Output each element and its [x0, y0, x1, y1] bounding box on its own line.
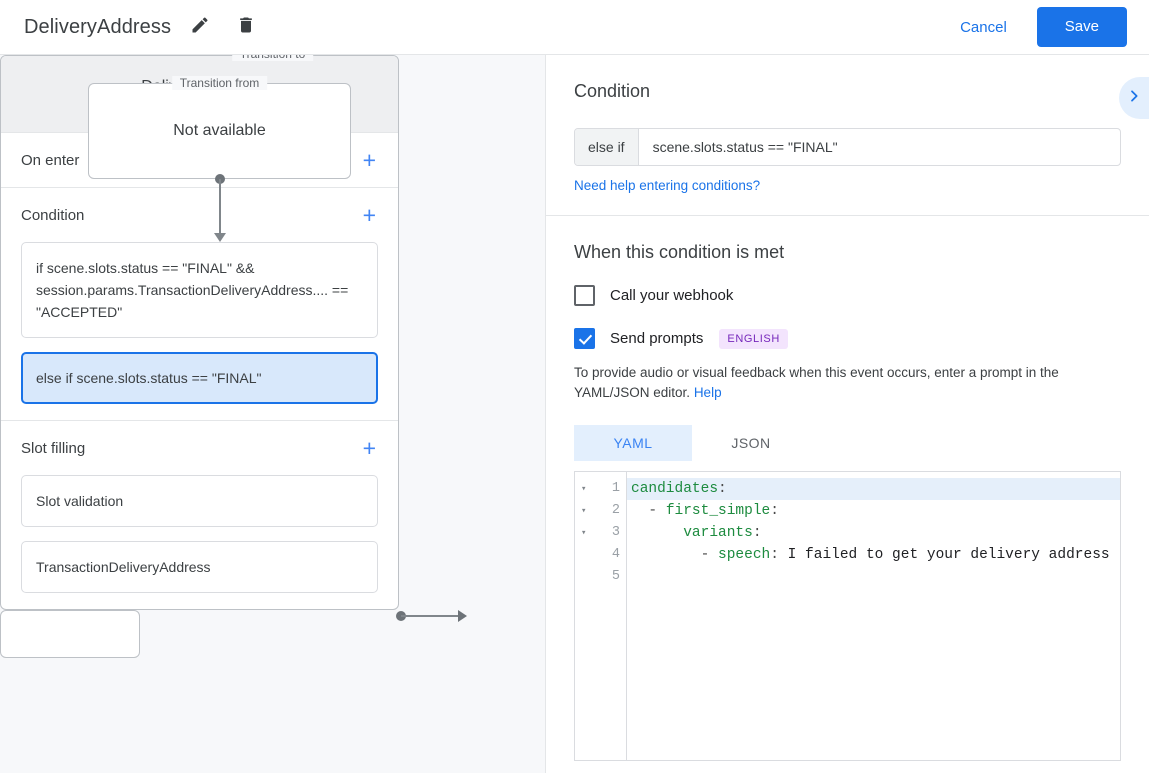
prompts-help-text: To provide audio or visual feedback when…	[574, 363, 1121, 403]
code-token: :	[770, 503, 779, 519]
call-webhook-checkbox[interactable]	[574, 285, 595, 306]
line-number-label: 2	[611, 503, 620, 518]
call-webhook-label: Call your webhook	[610, 287, 734, 304]
connector-arrow-right	[458, 610, 467, 622]
language-badge: ENGLISH	[719, 328, 788, 349]
detail-panel: Condition else if scene.slots.status == …	[546, 55, 1149, 773]
when-condition-met-block: When this condition is met Call your web…	[546, 216, 1149, 761]
prompts-help-link[interactable]: Help	[693, 385, 722, 400]
add-icon[interactable]: +	[362, 201, 376, 228]
transition-from-legend: Transition from	[171, 76, 268, 90]
editor-format-tabs: YAML JSON	[574, 425, 1121, 461]
editor-code-line: - speech: I failed to get your delivery …	[627, 544, 1120, 566]
scene-section-condition: Condition + if scene.slots.status == "FINA…	[1, 187, 398, 420]
code-token: :	[752, 525, 762, 541]
editor-line-number: 5	[575, 566, 626, 588]
tab-yaml[interactable]: YAML	[574, 425, 692, 461]
code-token: :	[718, 481, 727, 497]
webhook-row[interactable]: Call your webhook	[574, 285, 1121, 306]
section-header: Slot filling +	[21, 421, 378, 475]
edit-name-button[interactable]	[183, 10, 217, 44]
cancel-button[interactable]: Cancel	[944, 11, 1023, 44]
editor-line-number: ▾3	[575, 522, 626, 544]
line-number-label: 3	[611, 525, 620, 540]
send-prompts-row[interactable]: Send prompts ENGLISH	[574, 328, 1121, 349]
condition-block: Condition else if scene.slots.status == …	[546, 55, 1149, 216]
connector-line-vertical	[219, 179, 221, 237]
editor-code-line	[627, 566, 1120, 588]
fold-arrow-icon[interactable]: ▾	[581, 506, 587, 516]
condition-prefix-label: else if	[575, 129, 639, 165]
list-item[interactable]: if scene.slots.status == "FINAL" && sess…	[21, 242, 378, 338]
connector-line-horizontal	[401, 615, 461, 617]
editor-line-number: ▾2	[575, 500, 626, 522]
code-token: first_simple	[665, 503, 771, 519]
transition-from-value: Not available	[173, 122, 266, 139]
code-token: variants	[683, 525, 753, 541]
page-title: DeliveryAddress	[24, 15, 172, 38]
section-header: On enter +	[21, 133, 378, 187]
editor-line-number: 4	[575, 544, 626, 566]
editor-code-line: variants:	[627, 522, 1120, 544]
editor-code-area[interactable]: candidates: - first_simple: variants: - …	[627, 472, 1120, 760]
add-icon[interactable]: +	[362, 434, 376, 461]
line-number-label: 1	[611, 481, 620, 496]
collapse-panel-button[interactable]	[1119, 77, 1149, 119]
transition-to-legend: Transition to	[231, 55, 314, 61]
condition-input-row[interactable]: else if scene.slots.status == "FINAL"	[574, 128, 1121, 166]
fold-arrow-icon[interactable]: ▾	[581, 528, 587, 538]
section-items: if scene.slots.status == "FINAL" && sess…	[21, 242, 378, 420]
tab-json[interactable]: JSON	[731, 435, 771, 451]
add-icon[interactable]: +	[362, 146, 376, 173]
code-token: :	[770, 547, 788, 563]
editor-line-number: ▾1	[575, 478, 626, 500]
code-token: -	[631, 547, 719, 563]
section-title: On enter	[21, 151, 80, 169]
section-header: Condition +	[21, 188, 378, 242]
trash-icon	[236, 15, 256, 40]
code-token: I failed to get your delivery address	[787, 547, 1110, 563]
connector-arrow-down	[214, 233, 226, 242]
code-token: -	[631, 503, 666, 519]
line-number-label: 5	[611, 569, 620, 584]
list-item[interactable]: Slot validation	[21, 475, 378, 527]
editor-code-line: candidates:	[627, 478, 1120, 500]
line-number-label: 4	[611, 547, 620, 562]
prompts-help-description: To provide audio or visual feedback when…	[574, 365, 1059, 400]
condition-help-row: Need help entering conditions?	[574, 177, 1121, 215]
code-token: speech	[718, 547, 771, 563]
condition-heading: Condition	[574, 81, 651, 101]
graph-panel: Transition from Not available Transition…	[0, 55, 546, 773]
condition-expression-input[interactable]: scene.slots.status == "FINAL"	[652, 139, 838, 155]
send-prompts-label: Send prompts	[610, 330, 704, 347]
fold-arrow-icon[interactable]: ▾	[581, 484, 587, 494]
section-title: Condition	[21, 206, 85, 224]
next-node-partial[interactable]	[0, 610, 140, 658]
chevron-right-icon	[1126, 88, 1142, 109]
code-token: candidates	[631, 481, 719, 497]
pencil-icon	[190, 15, 210, 40]
code-token	[631, 525, 683, 541]
scene-sections: On enter + Condition + if scene.slots.status…	[1, 132, 398, 609]
list-item-selected[interactable]: else if scene.slots.status == "FINAL"	[21, 352, 378, 404]
list-item[interactable]: TransactionDeliveryAddress	[21, 541, 378, 593]
top-bar: DeliveryAddress Cancel Save	[0, 0, 1149, 55]
send-prompts-checkbox[interactable]	[574, 328, 595, 349]
transition-from-node[interactable]: Transition from Not available	[88, 76, 351, 179]
delete-button[interactable]	[229, 10, 263, 44]
section-title: Slot filling	[21, 439, 86, 457]
save-button[interactable]: Save	[1036, 7, 1127, 47]
condition-help-link[interactable]: Need help entering conditions?	[574, 178, 761, 193]
when-condition-met-heading: When this condition is met	[574, 242, 785, 262]
editor-code-line: - first_simple:	[627, 500, 1120, 522]
